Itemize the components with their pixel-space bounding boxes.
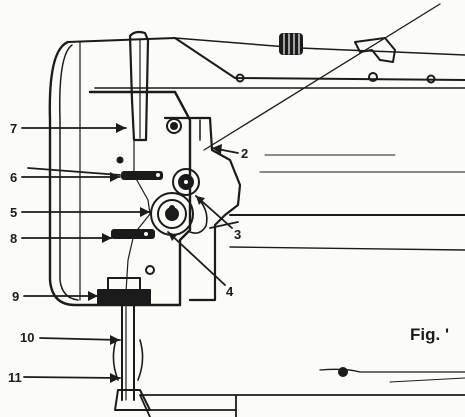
top-knob <box>279 33 303 55</box>
callout-3: 3 <box>234 227 241 242</box>
tension-bracket <box>163 116 242 302</box>
leader-1 <box>27 167 121 176</box>
callout-11: 11 <box>8 370 22 385</box>
face-plate-inner-edge <box>59 44 79 301</box>
presser-bar <box>112 339 144 381</box>
leader-10 <box>39 337 121 341</box>
leader-3a <box>209 221 239 229</box>
callout-6: 6 <box>10 170 17 185</box>
thread-guide-upper <box>121 171 163 180</box>
needle-bar <box>121 304 135 401</box>
take-up-lever <box>128 30 150 142</box>
needle-bar-clamp <box>97 289 151 306</box>
leader-4 <box>167 231 226 286</box>
arm-seam-bottom <box>229 246 465 251</box>
bed-plate <box>139 394 465 417</box>
figure-label: Fig. ' <box>410 325 449 344</box>
callout-4: 4 <box>226 284 234 299</box>
upper-tension-disc <box>172 168 200 196</box>
callout-2: 2 <box>241 146 248 161</box>
arm-body-lower <box>259 154 465 173</box>
callout-7: 7 <box>10 121 17 136</box>
leader-lines <box>21 127 239 379</box>
lower-tension-disc <box>150 192 194 236</box>
tension-screw <box>166 118 182 134</box>
callout-10: 10 <box>20 330 34 345</box>
callout-9: 9 <box>12 289 19 304</box>
thread-line <box>125 139 151 401</box>
upper-thread-lead <box>203 3 441 151</box>
arm-top-outline <box>67 37 465 81</box>
callout-8: 8 <box>10 231 17 246</box>
face-plate <box>48 40 192 307</box>
leader-arrowheads <box>88 123 222 383</box>
check-spring <box>189 195 208 234</box>
arm-top-rear <box>174 37 465 56</box>
leader-11 <box>23 376 121 379</box>
callout-5: 5 <box>10 205 17 220</box>
